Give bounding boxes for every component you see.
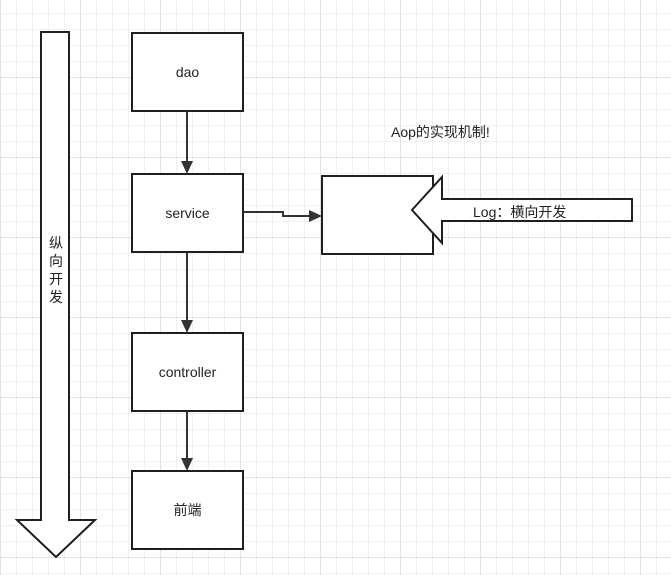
log-horizontal-arrow[interactable]: Log：横向开发 bbox=[410, 174, 633, 246]
connector-service-aspect-line bbox=[243, 211, 311, 217]
connector-controller-frontend-arrowhead bbox=[181, 458, 193, 471]
connector-service-controller-arrowhead bbox=[181, 320, 193, 333]
node-service-label: service bbox=[165, 205, 210, 221]
node-frontend-label: 前端 bbox=[174, 502, 202, 518]
vertical-arrow-shape bbox=[14, 31, 98, 559]
connector-service-aspect[interactable] bbox=[243, 210, 322, 222]
node-dao[interactable]: dao bbox=[131, 32, 244, 112]
vertical-label-char-4: 发 bbox=[49, 289, 63, 305]
node-frontend-box bbox=[131, 470, 244, 550]
node-controller-label: controller bbox=[159, 364, 217, 380]
connector-service-controller[interactable] bbox=[181, 252, 193, 333]
vertical-label-char-1: 纵 bbox=[49, 235, 63, 251]
node-aspect[interactable] bbox=[321, 175, 434, 255]
vertical-development-arrow[interactable]: 纵 向 开 发 bbox=[14, 31, 98, 559]
node-frontend[interactable]: 前端 bbox=[131, 470, 244, 550]
node-controller[interactable]: controller bbox=[131, 332, 244, 412]
node-controller-box bbox=[131, 332, 244, 412]
log-arrow-label: Log：横向开发 bbox=[473, 204, 566, 220]
log-arrow-shape bbox=[410, 174, 633, 246]
connector-service-aspect-arrowhead bbox=[309, 210, 322, 222]
connector-dao-service[interactable] bbox=[181, 111, 193, 174]
vertical-label-char-2: 向 bbox=[49, 253, 63, 269]
aop-annotation: Aop的实现机制! bbox=[391, 124, 490, 140]
node-aspect-box bbox=[321, 175, 434, 255]
connector-controller-frontend[interactable] bbox=[181, 411, 193, 471]
node-dao-label: dao bbox=[176, 64, 200, 80]
node-service-box bbox=[131, 173, 244, 253]
vertical-label-char-3: 开 bbox=[49, 271, 63, 287]
connector-dao-service-arrowhead bbox=[181, 161, 193, 174]
node-service[interactable]: service bbox=[131, 173, 244, 253]
